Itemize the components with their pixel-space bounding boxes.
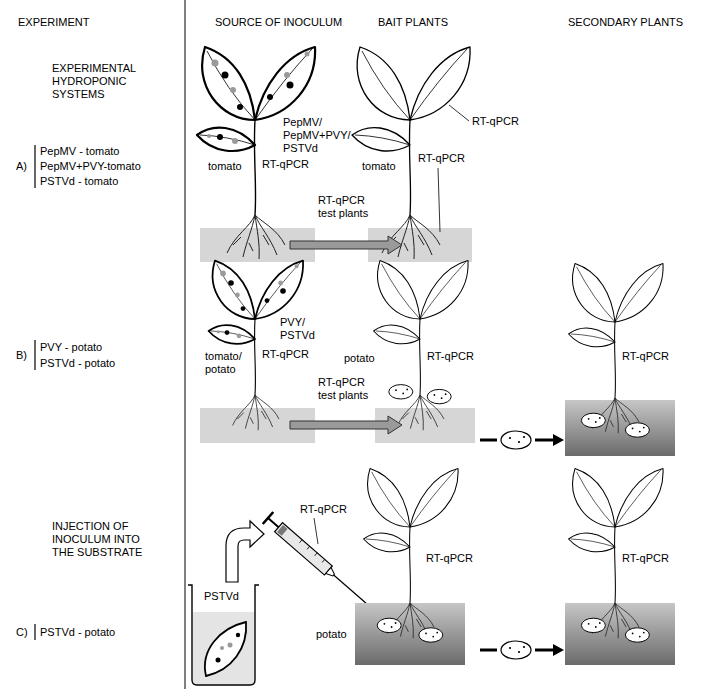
plant-label: potato — [344, 352, 375, 365]
assay-label: RT-qPCR — [300, 503, 347, 516]
symptom-spot — [228, 643, 233, 648]
transfer-label: RT-qPCR test plants — [318, 194, 376, 220]
soil-pot — [565, 400, 675, 456]
panel-letter: A) — [16, 160, 27, 173]
panel-b-art — [200, 261, 675, 456]
transfer-arrow — [290, 236, 402, 254]
leader-line — [438, 168, 440, 232]
beaker-liquid — [193, 612, 254, 684]
arrow-shaft — [535, 649, 554, 652]
symptom-spot — [220, 646, 224, 650]
plant-label: tomato/ potato — [205, 350, 242, 376]
transfer-arrow — [290, 416, 402, 434]
experiment-name: PepMV - tomato — [40, 145, 119, 158]
soil-pot — [565, 603, 675, 665]
beaker — [188, 585, 259, 685]
bait-tomato — [352, 47, 470, 259]
panel-letter: B) — [16, 349, 27, 362]
experiment-name: PVY - potato — [40, 341, 102, 354]
seed-tuber — [501, 431, 531, 449]
column-heading: EXPERIMENT — [18, 16, 90, 29]
dash-bar — [480, 439, 497, 442]
arrow-head — [553, 434, 564, 446]
panel-a-art — [197, 47, 472, 262]
assay-label: RT-qPCR — [426, 552, 473, 565]
symptom-spot — [236, 633, 240, 637]
bracket-bar — [34, 145, 35, 188]
panel-c-art — [188, 469, 675, 685]
symptom-spot — [216, 658, 221, 663]
arrow-head — [553, 644, 564, 656]
transfer-arrow — [226, 521, 264, 582]
panel-letter: C) — [16, 626, 28, 639]
transfer-label: RT-qPCR test plants — [318, 376, 376, 402]
seed-tuber — [501, 641, 531, 659]
assay-label: RT-qPCR — [262, 348, 309, 361]
leader-line — [449, 105, 469, 121]
column-heading: SOURCE OF INOCULUM — [215, 16, 342, 29]
bracket-bar — [34, 624, 35, 640]
experiment-name: PSTVd - potato — [40, 626, 115, 639]
infected-leaf — [205, 622, 246, 676]
experiment-name: PSTVd - potato — [40, 357, 115, 370]
column-heading: SECONDARY PLANTS — [568, 16, 683, 29]
pathogen-label: PSTVd — [204, 590, 239, 603]
plant-label: tomato — [208, 160, 242, 173]
column-heading: BAIT PLANTS — [378, 16, 448, 29]
assay-label: RT-qPCR — [622, 350, 669, 363]
plant-label: tomato — [362, 160, 396, 173]
section-heading: INJECTION OF INOCULUM INTO THE SUBSTRATE — [52, 520, 144, 559]
assay-label: RT-qPCR — [472, 115, 519, 128]
syringe — [263, 512, 372, 609]
infected-plant — [209, 261, 303, 431]
soil-pot — [355, 603, 465, 665]
plant-label: potato — [316, 628, 347, 641]
bracket-bar — [34, 340, 35, 370]
pathogen-label: PepMV/ PepMV+PVY/ PSTVd — [283, 116, 351, 155]
leader-line — [314, 518, 318, 544]
experiment-name: PepMV+PVY-tomato — [40, 160, 141, 173]
bait-potato — [374, 261, 468, 431]
assay-label: RT-qPCR — [427, 350, 474, 363]
assay-label: RT-qPCR — [622, 552, 669, 565]
column-divider — [185, 0, 186, 689]
assay-label: RT-qPCR — [418, 152, 465, 165]
arrow-shaft — [535, 439, 554, 442]
section-heading: EXPERIMENTAL HYDROPONIC SYSTEMS — [52, 62, 144, 101]
experiment-name: PSTVd - tomato — [40, 175, 118, 188]
pathogen-label: PVY/ PSTVd — [280, 316, 315, 342]
dash-bar — [480, 649, 497, 652]
assay-label: RT-qPCR — [262, 158, 309, 171]
